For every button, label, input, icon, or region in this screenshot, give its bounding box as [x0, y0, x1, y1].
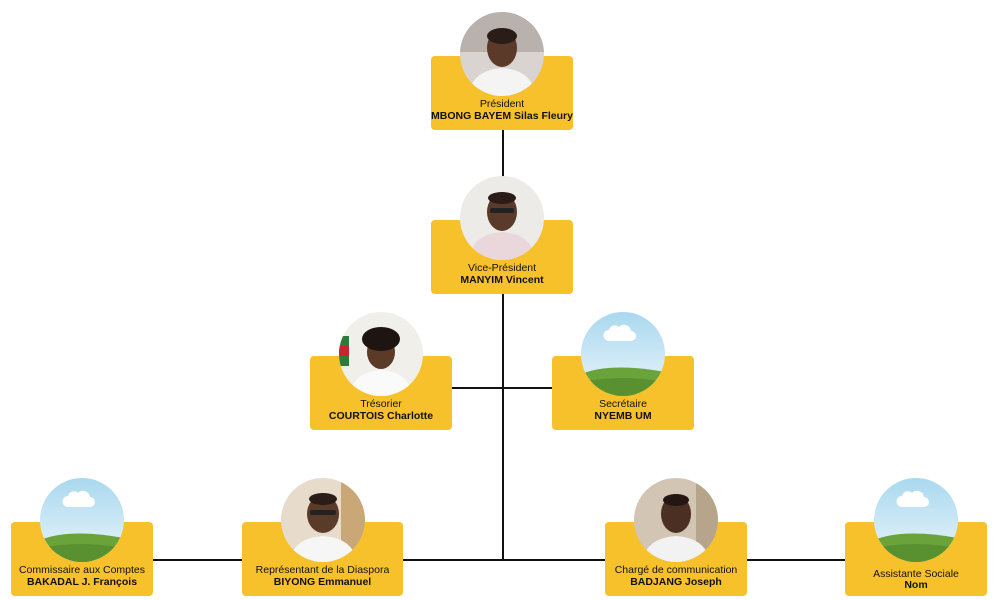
connector-bottom-level [152, 559, 848, 561]
member-diaspora: Représentant de la Diaspora BIYONG Emman… [242, 478, 403, 596]
member-role: Trésorier [360, 398, 402, 410]
member-assistante-sociale: Assistante Sociale Nom [845, 478, 987, 596]
member-name: BIYONG Emmanuel [273, 576, 372, 588]
landscape-placeholder-icon [581, 312, 665, 396]
connector-mid-level [452, 387, 554, 389]
photo-avatar-icon [460, 176, 544, 260]
member-vice-president: Vice-Président MANYIM Vincent [431, 176, 573, 294]
member-name: BAKADAL J. François [26, 576, 138, 588]
landscape-placeholder-icon [874, 478, 958, 562]
member-president: Président MBONG BAYEM Silas Fleury [431, 12, 573, 130]
photo-avatar-icon [460, 12, 544, 96]
connector-president-vp [502, 128, 504, 220]
member-commissaire: Commissaire aux Comptes BAKADAL J. Franç… [11, 478, 153, 596]
member-role: Vice-Président [467, 262, 537, 274]
member-secretaire: Secrétaire NYEMB UM [552, 312, 694, 430]
member-communication: Chargé de communication BADJANG Joseph [605, 478, 747, 596]
member-role: Chargé de communication [614, 564, 738, 576]
member-role: Commissaire aux Comptes [18, 564, 146, 576]
member-name: NYEMB UM [594, 410, 652, 422]
member-role: Assistante Sociale [873, 568, 959, 580]
photo-avatar-icon [281, 478, 365, 562]
landscape-placeholder-icon [40, 478, 124, 562]
member-role: Secrétaire [599, 398, 647, 410]
member-name: COURTOIS Charlotte [328, 410, 434, 422]
member-name: MBONG BAYEM Silas Fleury [431, 110, 573, 122]
member-name: Nom [904, 579, 928, 591]
photo-avatar-icon [339, 312, 423, 396]
member-name: BADJANG Joseph [630, 576, 722, 588]
member-role: Président [479, 98, 525, 110]
member-tresorier: Trésorier COURTOIS Charlotte [310, 312, 452, 430]
member-role: Représentant de la Diaspora [255, 564, 390, 576]
member-name: MANYIM Vincent [460, 274, 544, 286]
photo-avatar-icon [634, 478, 718, 562]
connector-vp-trunk [502, 292, 504, 560]
